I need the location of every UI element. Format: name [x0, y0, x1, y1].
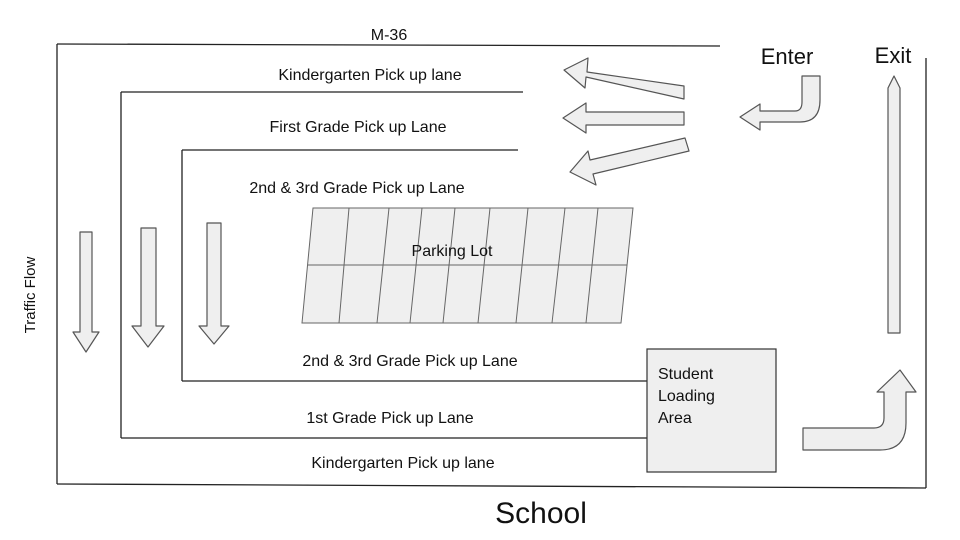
exit-label: Exit: [875, 43, 912, 68]
down-arrow-2: [131, 227, 165, 348]
lane-label-bottom-first: 1st Grade Pick up Lane: [306, 410, 473, 427]
enter-label: Enter: [761, 44, 814, 69]
down-arrow-1: [72, 231, 100, 353]
lane-label-bottom-second-third: 2nd & 3rd Grade Pick up Lane: [302, 353, 517, 370]
loading-area-line-3: Area: [658, 410, 692, 427]
exit-arrow: [887, 75, 901, 334]
student-loading-area: [646, 348, 777, 473]
loading-area-line-1: Student: [658, 366, 714, 383]
lane-label-top-second-third: 2nd & 3rd Grade Pick up Lane: [249, 180, 464, 197]
parking-lot: [301, 207, 634, 324]
parking-lot-label: Parking Lot: [412, 243, 493, 260]
arrow-left-first-grade: [562, 102, 685, 134]
lane-label-top-first: First Grade Pick up Lane: [270, 119, 447, 136]
lane-label-top-kindergarten: Kindergarten Pick up lane: [278, 67, 461, 84]
lane-label-bottom-kindergarten: Kindergarten Pick up lane: [311, 455, 494, 472]
loading-area-line-2: Loading: [658, 388, 715, 405]
boundary-bottom: [56, 483, 927, 489]
traffic-flow-label: Traffic Flow: [22, 256, 39, 333]
enter-arrow: [739, 75, 821, 131]
road-boundary-top: [56, 43, 721, 47]
turn-up-arrow: [802, 369, 917, 451]
arrow-left-kindergarten: [563, 57, 685, 100]
road-label: M-36: [371, 27, 408, 44]
down-arrow-3: [198, 222, 230, 345]
school-label: School: [495, 497, 587, 530]
arrow-left-second-third: [569, 137, 690, 186]
